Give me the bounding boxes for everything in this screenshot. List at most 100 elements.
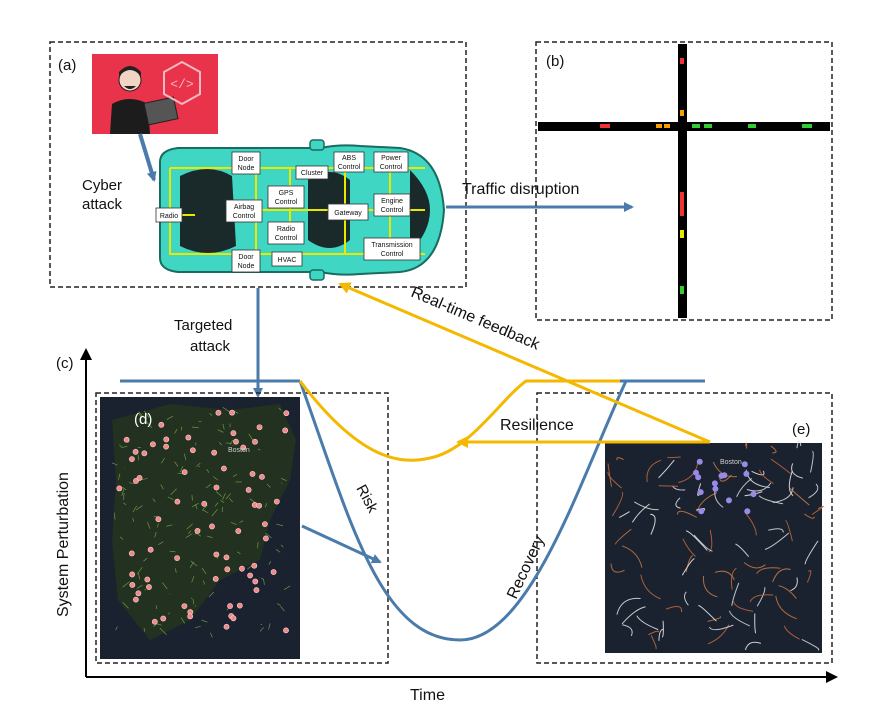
map-e-hub-marker (725, 497, 732, 504)
map-d-road-segment (229, 439, 234, 445)
map-d-risk-marker (212, 576, 219, 582)
map-d-road-segment (202, 509, 209, 514)
map-d-road-segment (159, 627, 167, 635)
svg-text:Engine: Engine (381, 198, 403, 205)
map-e-road-segment (621, 545, 643, 568)
map-d-risk-marker (129, 571, 136, 578)
map-d-road-segment (265, 532, 272, 539)
map-e-road-segment (783, 625, 800, 640)
map-d-road-segment (210, 632, 213, 638)
map-d-road-segment (195, 504, 198, 510)
map-e-road-segment (634, 501, 659, 511)
map-d-risk-marker (201, 500, 208, 507)
map-d-risk-marker (144, 576, 151, 583)
map-e-road-segment (785, 519, 793, 542)
map-e-road-segment (658, 485, 679, 487)
map-e-road-segment (772, 568, 791, 583)
map-d-road-segment (264, 503, 268, 508)
map-d-road-segment (157, 523, 159, 528)
map-e-road-segment (702, 575, 718, 598)
map-d-risk-marker (215, 409, 222, 416)
map-d-road-segment (283, 585, 291, 591)
code-hexagon-icon: </> (163, 60, 201, 106)
ecu-gateway: Gateway (327, 203, 369, 221)
svg-text:Cluster: Cluster (301, 170, 324, 177)
map-d-road-segment (190, 560, 198, 567)
map-d-risk-marker (135, 590, 142, 597)
map-d-road-segment (147, 521, 151, 529)
map-e-road-segment (611, 491, 624, 517)
map-d-road-segment (190, 597, 193, 599)
svg-text:Airbag: Airbag (234, 204, 254, 211)
map-e-road-segment (646, 459, 662, 483)
map-e-road-segment (744, 442, 748, 449)
map-d-road-segment (174, 461, 179, 467)
map-d-risk-marker (249, 471, 256, 477)
map-d-road-segment (185, 533, 193, 538)
map-e-hub-marker (743, 470, 750, 477)
svg-text:Door: Door (238, 156, 254, 163)
map-e-road-segment (685, 530, 708, 551)
map-d-road-segment (166, 415, 174, 420)
map-d-road-segment (143, 627, 146, 632)
map-e-road-segment (607, 463, 612, 487)
map-d-risk-marker (146, 584, 152, 590)
map-d-risk-marker (136, 475, 143, 481)
svg-text:Control: Control (275, 235, 298, 242)
map-d-road-segment (158, 541, 164, 545)
map-d-risk-marker (259, 473, 265, 480)
map-e-road-segment (658, 628, 664, 641)
map-d-road-segment (230, 521, 237, 526)
map-d-risk-marker (211, 449, 218, 456)
risk-label: Risk (352, 482, 381, 516)
map-e-road-segment (658, 459, 675, 479)
map-d-road-segment (239, 520, 244, 523)
map-d-risk-marker (230, 430, 237, 437)
map-d-risk-marker (283, 627, 289, 634)
map-e-road-segment (743, 562, 766, 569)
map-d-road-segment (206, 468, 210, 473)
map-d-road-segment (138, 411, 145, 419)
map-e-road-segment (770, 458, 791, 475)
ecu-power-control: Power Control (373, 151, 409, 173)
map-d-road-segment (119, 444, 123, 448)
svg-text:HVAC: HVAC (278, 257, 297, 264)
map-d-road-segment (201, 619, 208, 623)
map-d-risk-marker (245, 487, 252, 493)
svg-text:Power: Power (381, 155, 402, 162)
map-e-road-segment (735, 543, 750, 558)
map-e-road-segment (697, 483, 702, 496)
map-d-risk-dots (111, 407, 291, 638)
map-d-risk-marker (252, 438, 258, 445)
map-d-road-segment (195, 626, 201, 628)
map-e-road-segment (693, 534, 713, 552)
map-d-risk-marker (129, 456, 135, 463)
targeted-attack-label-1: Targeted (174, 317, 232, 334)
map-e-road-segment (729, 610, 751, 627)
map-e-road-segment (754, 613, 757, 634)
map-d-road-segment (140, 478, 148, 481)
map-d-road-segment (191, 576, 195, 583)
map-d-risk-marker (141, 450, 148, 457)
map-d-road-segment (121, 489, 125, 496)
map-d-road-segment (192, 426, 199, 429)
map-d-road-segment (119, 536, 124, 540)
map-d-road-segment (136, 567, 143, 575)
panel-b-frame (535, 41, 833, 321)
map-d-risk-marker (150, 441, 156, 448)
ecu-cluster: Cluster (295, 165, 329, 180)
map-d-road-segment (169, 550, 176, 553)
map-e-road-segment (790, 577, 798, 592)
map-d-risk-marker (240, 444, 247, 451)
map-d-road-segment (213, 476, 218, 481)
map-d-road-segment (237, 551, 241, 555)
ecu-transmission-control: Transmission Control (363, 237, 421, 261)
map-e-road-segment (801, 638, 820, 651)
map-d-road-segment (222, 423, 225, 430)
map-d-risk-marker (261, 521, 268, 528)
map-d-road-segment (167, 496, 174, 500)
map-d-road-segment (111, 462, 118, 466)
map-e-road-segment (810, 450, 814, 473)
map-d-risk-marker (209, 523, 215, 530)
